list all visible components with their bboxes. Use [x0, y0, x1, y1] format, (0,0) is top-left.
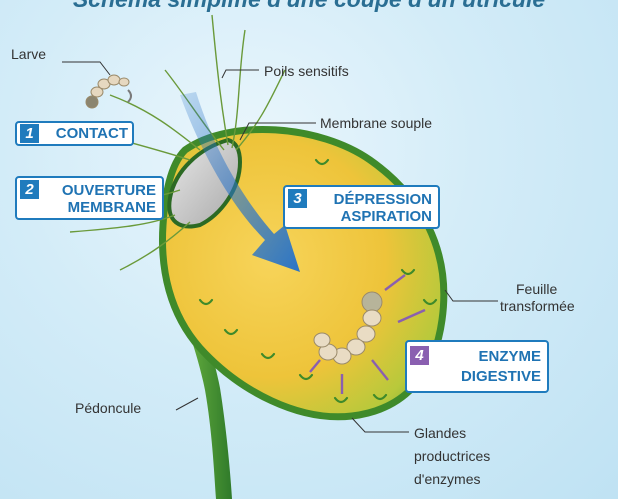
step-2-line1: OUVERTURE — [62, 182, 156, 199]
step-3-box: 3 DÉPRESSION ASPIRATION — [283, 185, 440, 229]
label-glandes: Glandes — [414, 425, 466, 442]
label-productrices: productrices — [414, 448, 490, 465]
label-pedoncule: Pédoncule — [75, 400, 141, 417]
larva — [86, 75, 131, 108]
step-4-line1: ENZYME — [478, 348, 541, 365]
label-transformee: transformée — [500, 298, 575, 315]
step-2-line2: MEMBRANE — [68, 199, 156, 216]
step-4-line2: DIGESTIVE — [461, 368, 541, 385]
step-3-line1: DÉPRESSION — [334, 191, 432, 208]
step-2-box: 2 OUVERTURE MEMBRANE — [15, 176, 164, 220]
step-4-number: 4 — [410, 346, 429, 365]
step-1-line1: CONTACT — [56, 125, 128, 142]
step-1-number: 1 — [20, 124, 39, 143]
step-4-box: 4 ENZYME DIGESTIVE — [405, 340, 549, 393]
step-3-number: 3 — [288, 189, 307, 208]
label-poils-sensitifs: Poils sensitifs — [264, 63, 349, 80]
diagram-title: Schéma simplifié d'une coupe d'un utricu… — [0, 0, 618, 13]
label-enzymes: d'enzymes — [414, 471, 480, 488]
label-larve: Larve — [11, 46, 46, 63]
label-membrane-souple: Membrane souple — [320, 115, 432, 132]
step-2-number: 2 — [20, 180, 39, 199]
step-3-line2: ASPIRATION — [341, 208, 432, 225]
step-1-box: 1 CONTACT — [15, 121, 134, 146]
label-feuille: Feuille — [516, 281, 557, 298]
